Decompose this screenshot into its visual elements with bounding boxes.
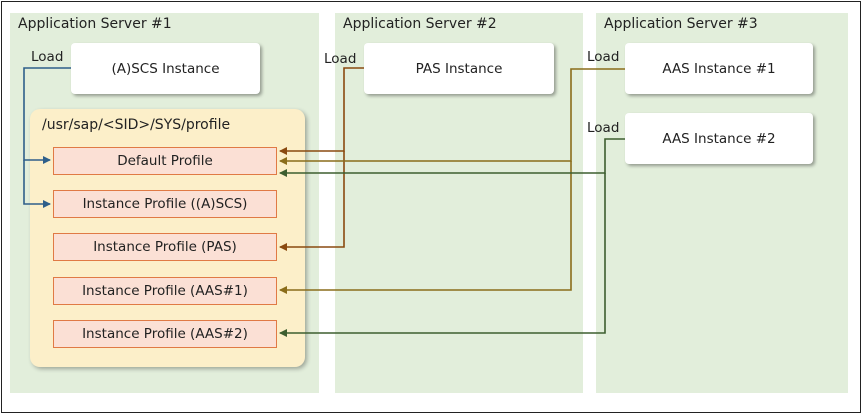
aas1-instance-label: AAS Instance #1 — [662, 60, 776, 77]
aas2-instance-label: AAS Instance #2 — [662, 130, 776, 147]
server-2-title: Application Server #2 — [343, 16, 497, 32]
aas1-instance-profile-box: Instance Profile (AAS#1) — [53, 277, 277, 305]
pas-load-label: Load — [324, 51, 357, 67]
pas-load-line — [279, 67, 364, 155]
aas2-load-label: Load — [587, 120, 620, 136]
aas1-instance-profile-label: Instance Profile (AAS#1) — [82, 283, 248, 299]
aas1-instance-load-line — [279, 161, 572, 294]
aas1-load-line — [279, 68, 625, 165]
aas1-instance-box: AAS Instance #1 — [625, 43, 813, 94]
ascs-instance-label: (A)SCS Instance — [111, 60, 220, 77]
ascs-load-label: Load — [31, 49, 64, 65]
default-profile-label: Default Profile — [117, 153, 213, 169]
aas2-instance-profile-label: Instance Profile (AAS#2) — [82, 326, 248, 342]
aas2-instance-load-line — [279, 173, 606, 337]
pas-instance-profile-box: Instance Profile (PAS) — [53, 233, 277, 261]
ascs-instance-load-line — [23, 160, 51, 208]
pas-instance-profile-label: Instance Profile (PAS) — [93, 239, 237, 255]
ascs-instance-profile-box: Instance Profile ((A)SCS) — [53, 190, 277, 218]
aas2-load-line — [279, 138, 625, 177]
aas2-instance-box: AAS Instance #2 — [625, 113, 813, 164]
default-profile-box: Default Profile — [53, 147, 277, 175]
pas-instance-label: PAS Instance — [415, 60, 503, 77]
ascs-load-line — [23, 67, 71, 164]
pas-instance-load-line — [279, 151, 345, 251]
profile-directory-path: /usr/sap/<SID>/SYS/profile — [42, 117, 231, 133]
ascs-instance-box: (A)SCS Instance — [71, 43, 260, 94]
aas2-instance-profile-box: Instance Profile (AAS#2) — [53, 320, 277, 348]
server-3-title: Application Server #3 — [604, 16, 758, 32]
pas-instance-box: PAS Instance — [364, 43, 554, 94]
server-1-title: Application Server #1 — [18, 16, 172, 32]
ascs-instance-profile-label: Instance Profile ((A)SCS) — [82, 196, 248, 212]
aas1-load-label: Load — [587, 49, 620, 65]
